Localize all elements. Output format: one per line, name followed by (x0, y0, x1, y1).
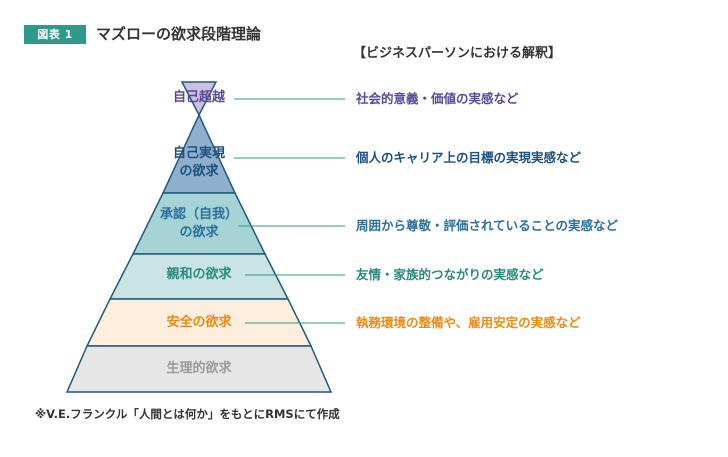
level-label-line: 親和の欲求 (166, 267, 232, 282)
level-label-belonging: 親和の欲求 (166, 266, 231, 284)
leader-lines (234, 98, 345, 324)
level-label-line: 自己実現 (172, 146, 226, 161)
level-label-line: 安全の欲求 (166, 315, 232, 330)
level-label-line: 自己超越 (172, 90, 226, 105)
level-label-safety: 安全の欲求 (166, 314, 231, 332)
level-label-line: の欲求 (179, 164, 219, 179)
level-physiological-shape (65, 345, 333, 393)
level-self-transcendence-shape (180, 81, 218, 117)
description-belonging: 友情・家族的つながりの実感など (356, 267, 544, 282)
level-label-physiological: 生理的欲求 (166, 360, 231, 378)
source-footnote: ※V.E.フランクル「人間とは何か」をもとにRMSにて作成 (35, 407, 340, 421)
level-label-self-transcendence: 自己超越 (173, 89, 225, 107)
description-esteem: 周囲から尊敬・評価されていることの実感など (356, 218, 619, 233)
interpretation-header: 【ビジネスパーソンにおける解釈】 (353, 46, 562, 61)
figure-title: マズローの欲求段階理論 (96, 25, 262, 43)
figure-badge: 図表 1 (24, 25, 86, 44)
level-label-line: 生理的欲求 (166, 361, 232, 376)
level-dividers (87, 192, 311, 347)
level-label-line: 承認（自我） (159, 207, 239, 222)
level-label-self-actualization: 自己実現 の欲求 (173, 145, 225, 181)
description-self-transcendence: 社会的意義・価値の実感など (356, 91, 519, 106)
level-label-line: の欲求 (179, 225, 219, 240)
description-self-actualization: 個人のキャリア上の目標の実現実感など (356, 150, 582, 165)
description-safety: 執務環境の整備や、雇用安定の実感など (356, 315, 581, 330)
level-label-esteem: 承認（自我） の欲求 (160, 206, 238, 242)
